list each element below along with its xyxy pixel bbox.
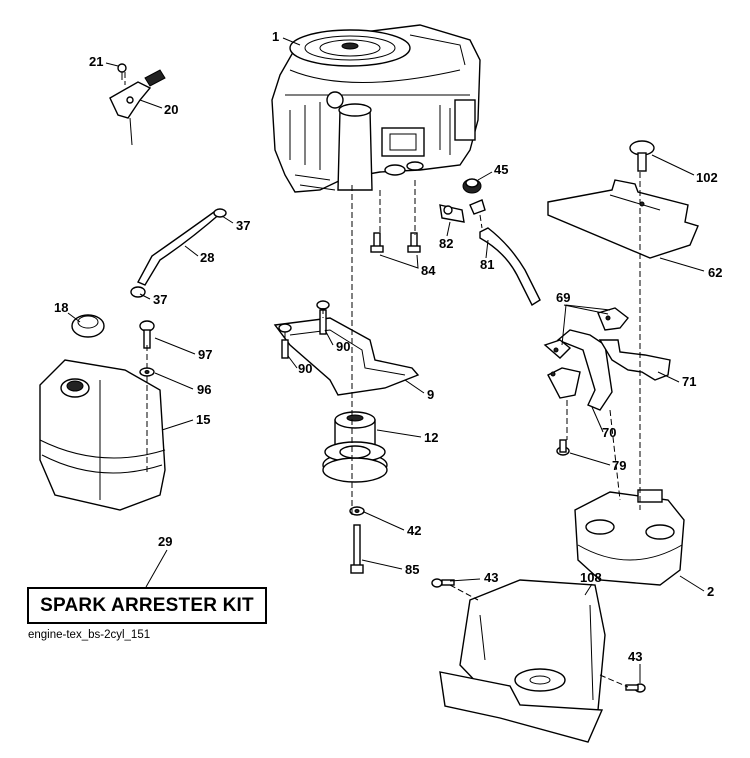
throttle-control-part bbox=[109, 63, 166, 146]
callout-37b: 37 bbox=[153, 292, 167, 307]
washer-96-part bbox=[139, 367, 155, 377]
fuel-cap-part bbox=[71, 314, 105, 338]
pulley-part bbox=[322, 411, 388, 483]
callout-82: 82 bbox=[439, 236, 453, 251]
callout-20: 20 bbox=[164, 102, 178, 117]
belt-guide-part bbox=[273, 317, 420, 396]
bolts-84-part bbox=[370, 232, 421, 253]
callout-12: 12 bbox=[424, 430, 438, 445]
callout-97: 97 bbox=[198, 347, 212, 362]
callout-43a: 43 bbox=[484, 570, 498, 585]
exhaust-pipes-part bbox=[543, 307, 671, 411]
callout-96: 96 bbox=[197, 382, 211, 397]
callout-43b: 43 bbox=[628, 649, 642, 664]
callout-45: 45 bbox=[494, 162, 508, 177]
nut-45-part bbox=[462, 178, 482, 194]
callout-84: 84 bbox=[421, 263, 436, 278]
fuel-line-part bbox=[130, 208, 227, 298]
callout-70: 70 bbox=[602, 425, 616, 440]
screw-102-part bbox=[629, 140, 655, 172]
callout-9: 9 bbox=[427, 387, 434, 402]
fuel-hose-part bbox=[479, 227, 541, 307]
muffler-part bbox=[574, 489, 685, 586]
fuel-valve-part bbox=[439, 199, 486, 223]
callout-102: 102 bbox=[696, 170, 718, 185]
washer-42-part bbox=[349, 506, 365, 516]
callout-18: 18 bbox=[54, 300, 68, 315]
alignment-lines bbox=[124, 72, 641, 688]
fuel-tank-part bbox=[39, 359, 166, 511]
callout-28: 28 bbox=[200, 250, 214, 265]
screw-79-part bbox=[556, 439, 570, 456]
leader-lines bbox=[67, 37, 705, 683]
diagram-file-label: engine-tex_bs-2cyl_151 bbox=[28, 629, 151, 641]
callout-21: 21 bbox=[89, 54, 103, 69]
spark-arrester-kit-box: SPARK ARRESTER KIT bbox=[27, 587, 267, 624]
callout-81: 81 bbox=[480, 257, 494, 272]
callout-29: 29 bbox=[158, 534, 172, 549]
callout-90a: 90 bbox=[336, 339, 350, 354]
bolt-85-part bbox=[350, 524, 364, 574]
callout-90b: 90 bbox=[298, 361, 312, 376]
callout-labels: 1 21 20 45 102 37 28 37 82 84 81 62 18 9… bbox=[54, 29, 722, 664]
callout-79: 79 bbox=[612, 458, 626, 473]
callout-1: 1 bbox=[272, 29, 279, 44]
heat-shield-part bbox=[547, 179, 699, 259]
bolt-97-part bbox=[139, 320, 155, 349]
spark-arrester-kit-label: SPARK ARRESTER KIT bbox=[40, 594, 254, 616]
callout-69: 69 bbox=[556, 290, 570, 305]
bracket-108-part bbox=[439, 579, 606, 743]
callout-108: 108 bbox=[580, 570, 602, 585]
callout-62: 62 bbox=[708, 265, 722, 280]
callout-2: 2 bbox=[707, 584, 714, 599]
engine-part bbox=[271, 24, 481, 193]
callout-37a: 37 bbox=[236, 218, 250, 233]
callout-42: 42 bbox=[407, 523, 421, 538]
callout-15: 15 bbox=[196, 412, 210, 427]
callout-85: 85 bbox=[405, 562, 419, 577]
bolts-43-part bbox=[431, 578, 646, 693]
callout-71: 71 bbox=[682, 374, 696, 389]
